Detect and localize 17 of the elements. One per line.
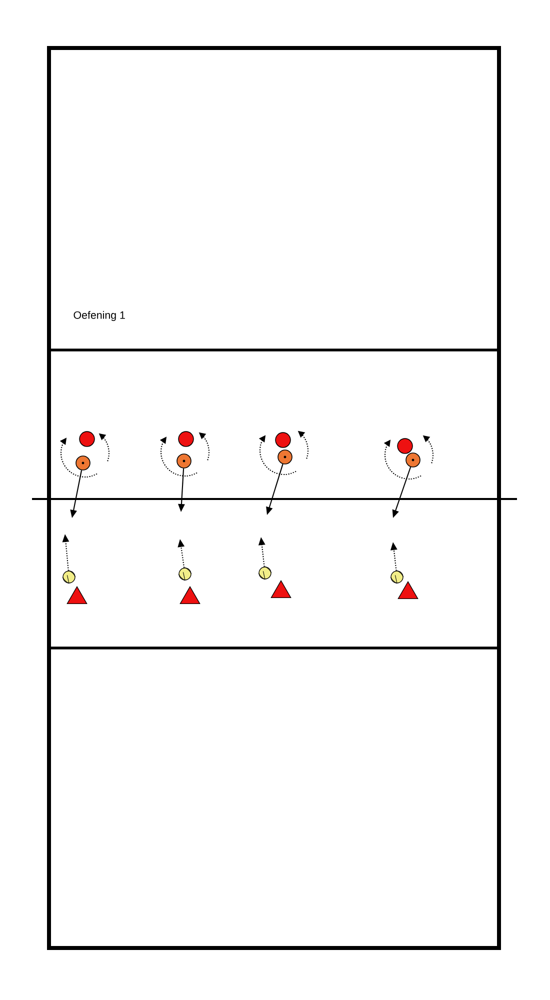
ball — [62, 570, 76, 584]
player-circle — [397, 438, 413, 454]
cone — [180, 586, 200, 604]
player-circle — [79, 431, 95, 447]
player-circle — [278, 450, 292, 464]
ball — [258, 566, 272, 580]
cone — [66, 586, 88, 604]
player-circle — [406, 452, 420, 468]
ball — [178, 567, 192, 581]
cone — [270, 580, 292, 598]
exercise-label: Oefening 1 — [74, 311, 125, 321]
ball — [390, 570, 404, 584]
player-circle — [178, 431, 194, 447]
cone — [398, 581, 418, 600]
player-circle — [76, 456, 90, 470]
player-circle — [275, 432, 291, 448]
player-circle — [176, 454, 192, 468]
